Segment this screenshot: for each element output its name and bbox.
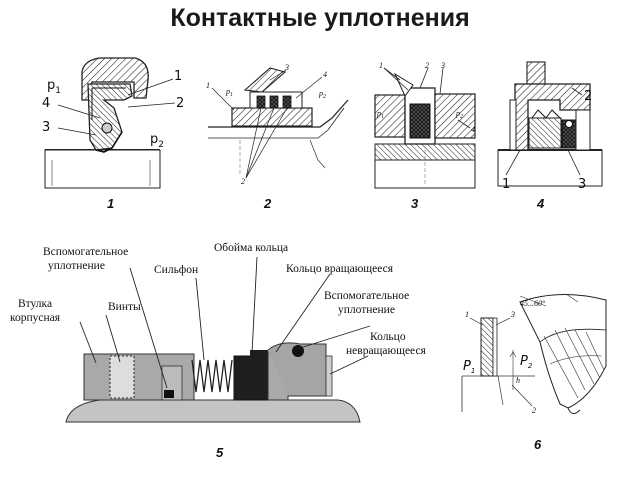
fig3-label-p1: p1 bbox=[376, 109, 384, 120]
fig2-label-1: 1 bbox=[206, 81, 210, 90]
figure-number-2: 2 bbox=[264, 196, 272, 211]
figure-4-face-seal-spring: 2 1 3 bbox=[497, 61, 603, 192]
figure-2-labyrinth-seal: 1 3 4 2 p1 p2 bbox=[206, 63, 349, 186]
fig4-label-3: 3 bbox=[578, 177, 586, 192]
figure-number-6: 6 bbox=[534, 437, 542, 452]
figure-number-1: 1 bbox=[107, 196, 115, 211]
fig5-label-ring-holder: Обойма кольца bbox=[214, 242, 288, 254]
fig2-label-2: 2 bbox=[241, 177, 245, 186]
fig5-label-bellows: Сильфон bbox=[154, 264, 198, 276]
fig3-label-2: 2 bbox=[425, 61, 429, 70]
fig5-label-fixed-ring-2: невращающееся bbox=[346, 345, 427, 357]
figure-1-lip-seal: p1 4 3 1 2 p2 bbox=[42, 57, 184, 189]
fig5-label-housing-sleeve-2: корпусная bbox=[10, 312, 61, 324]
fig1-label-p2: p2 bbox=[150, 132, 164, 150]
figure-number-5: 5 bbox=[216, 445, 224, 460]
fig2-label-3: 3 bbox=[284, 63, 289, 72]
fig2-label-p1: p1 bbox=[225, 87, 233, 98]
fig6-label-h: h bbox=[516, 376, 520, 385]
fig5-label-rotating-ring: Кольцо вращающееся bbox=[286, 263, 394, 275]
fig1-label-1: 1 bbox=[174, 69, 182, 84]
fig5-label-housing-sleeve-1: Втулка bbox=[18, 298, 52, 310]
fig5-label-aux-seal-right-1: Вспомогательное bbox=[324, 290, 409, 302]
fig5-label-aux-seal-left-1: Вспомогательное bbox=[43, 246, 128, 258]
fig5-label-fixed-ring-1: Кольцо bbox=[370, 331, 406, 343]
fig3-label-3: 3 bbox=[440, 61, 445, 70]
fig1-label-4: 4 bbox=[42, 96, 50, 111]
figure-6-ring-seal: 45...60° 1 3 2 h P1 P2 bbox=[461, 293, 607, 415]
figure-3-face-seal: 1 2 3 4 p1 p2 bbox=[374, 61, 476, 189]
fig6-label-p1: P1 bbox=[463, 359, 475, 375]
fig4-label-2: 2 bbox=[584, 89, 592, 104]
fig6-label-3: 3 bbox=[510, 310, 515, 319]
fig6-label-1: 1 bbox=[465, 310, 469, 319]
fig3-label-p2: p2 bbox=[455, 109, 463, 120]
fig1-label-2: 2 bbox=[176, 96, 184, 111]
figure-5-bellows-seal: Вспомогательное уплотнение Сильфон Обойм… bbox=[10, 242, 427, 423]
fig3-label-4: 4 bbox=[471, 125, 475, 134]
fig1-label-p1: p1 bbox=[47, 78, 61, 96]
fig2-label-4: 4 bbox=[323, 70, 327, 79]
figure-number-4: 4 bbox=[537, 196, 545, 211]
fig6-label-angle: 45...60° bbox=[520, 299, 546, 308]
fig6-label-2: 2 bbox=[532, 406, 536, 415]
fig4-label-1: 1 bbox=[502, 177, 510, 192]
fig2-label-p2: p2 bbox=[318, 89, 326, 100]
fig6-label-p2: P2 bbox=[520, 354, 533, 370]
fig5-label-aux-seal-left-2: уплотнение bbox=[48, 260, 105, 272]
page-title: Контактные уплотнения bbox=[170, 4, 470, 32]
figure-number-3: 3 bbox=[411, 196, 419, 211]
fig1-label-3: 3 bbox=[42, 120, 50, 135]
fig5-label-aux-seal-right-2: уплотнение bbox=[338, 304, 395, 316]
fig5-label-screws: Винты bbox=[108, 301, 141, 313]
fig3-label-1: 1 bbox=[379, 61, 383, 70]
